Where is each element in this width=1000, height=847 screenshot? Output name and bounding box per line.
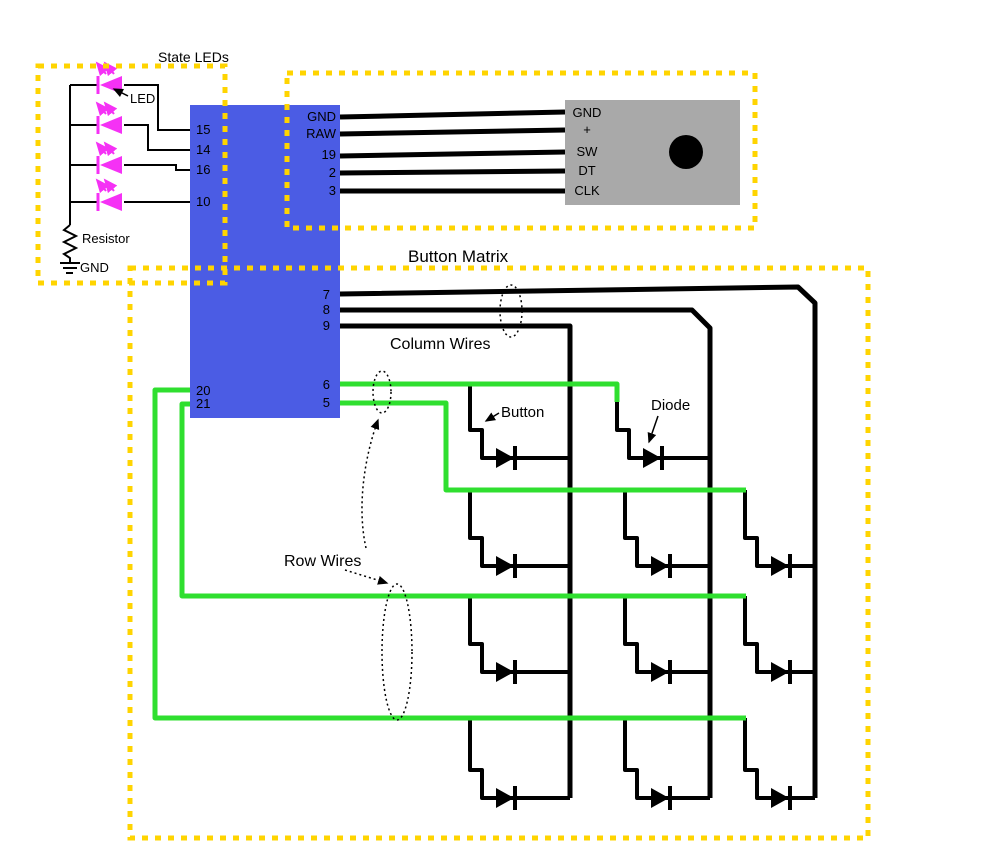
diode-symbol: [643, 448, 661, 468]
diode-callout-arrow: [647, 415, 659, 444]
ground-symbol: [60, 262, 80, 274]
diode-symbol: [651, 556, 669, 576]
pin-label: 15: [196, 122, 210, 137]
column-wires-label: Column Wires: [390, 336, 490, 353]
pin-label: 21: [196, 396, 210, 411]
callout-ellipse-column-wires: [499, 284, 523, 338]
button-diode-cell: [468, 490, 570, 578]
diode-symbol: [771, 556, 789, 576]
row-wires: [152, 381, 746, 721]
button-matrix-border: [127, 265, 871, 841]
pin-label: 7: [323, 287, 330, 302]
button-diode-cells: [468, 384, 815, 810]
button-diode-cell: [615, 384, 710, 470]
pin-label: 19: [322, 147, 336, 162]
row-wire-5: [340, 400, 746, 493]
pin-label: 8: [323, 302, 330, 317]
callout-ellipse-row-wires-top: [372, 370, 392, 414]
led-wire-pin14: [124, 124, 190, 151]
encoder-wire-gnd: [339, 109, 566, 120]
button-diode-cell: [468, 596, 570, 684]
callouts: [344, 284, 659, 721]
button-diode-cell: [468, 718, 570, 810]
column-wire-8: [340, 307, 713, 798]
encoder-pin-label: +: [583, 122, 591, 137]
rotary-encoder-section: GND + SW DT CLK: [339, 100, 740, 205]
led-label: LED: [130, 91, 155, 106]
column-wire-9: [340, 323, 573, 798]
encoder-pin-label: GND: [573, 105, 602, 120]
button-diode-cell: [468, 384, 570, 470]
button-diode-cell: [623, 490, 710, 578]
pin-label: 14: [196, 142, 210, 157]
column-wires: [339, 284, 818, 798]
button-label: Button: [501, 404, 544, 421]
row-wires-leader-arrow: [344, 569, 389, 585]
row-wires-label: Row Wires: [284, 553, 361, 570]
diode-symbol: [651, 662, 669, 682]
state-leds-title: State LEDs: [158, 49, 229, 65]
resistor-symbol: [61, 224, 79, 263]
diode-symbol: [496, 448, 514, 468]
led-wire-pin15: [124, 84, 190, 131]
diode-symbol: [496, 788, 514, 808]
pin-label: 10: [196, 194, 210, 209]
button-diode-cell: [743, 596, 815, 684]
mcu-left-pin-labels: 15 14 16 10 20 21: [196, 122, 210, 411]
encoder-body: [565, 100, 740, 205]
pin-label: 2: [329, 165, 336, 180]
pin-label: 6: [323, 377, 330, 392]
encoder-wire-dt: [339, 168, 566, 176]
encoder-pin-label: CLK: [574, 183, 600, 198]
button-callout-arrow: [484, 412, 500, 422]
diode-symbol: [651, 788, 669, 808]
pin-label: 20: [196, 383, 210, 398]
encoder-wire-sw: [339, 149, 566, 159]
pin-label: 16: [196, 162, 210, 177]
state-leds-section: State LEDs LED Resistor GND: [60, 49, 229, 275]
diode-label: Diode: [651, 397, 690, 414]
mcu-board: [190, 105, 340, 418]
button-diode-cell: [623, 718, 710, 810]
mcu-right-pin-labels: GND RAW 19 2 3 7 8 9 6 5: [306, 109, 337, 410]
row-wire-6: [340, 381, 620, 402]
column-wire-7: [339, 284, 818, 798]
row-wires-leader-arrow: [361, 418, 380, 549]
button-diode-cell: [743, 718, 815, 810]
button-matrix-section: Button Matrix Column Wires Row Wires But…: [152, 247, 818, 810]
row-wire-21: [179, 401, 746, 599]
row-wire-20: [152, 387, 746, 721]
pin-label: 5: [323, 395, 330, 410]
pin-label: 9: [323, 318, 330, 333]
resistor-label: Resistor: [82, 231, 130, 246]
diode-symbol: [496, 556, 514, 576]
encoder-knob: [669, 135, 703, 169]
pin-label: RAW: [306, 126, 337, 141]
callout-ellipse-row-wires-bottom: [381, 583, 413, 721]
button-matrix-title: Button Matrix: [408, 247, 509, 266]
pin-label: 3: [329, 183, 336, 198]
gnd-label: GND: [80, 260, 109, 275]
rotary-encoder-border: [284, 70, 758, 231]
diode-symbol: [496, 662, 514, 682]
diode-symbol: [771, 788, 789, 808]
diode-symbol: [771, 662, 789, 682]
led-wire-pin16: [124, 164, 190, 171]
button-diode-cell: [743, 490, 815, 578]
button-diode-cell: [623, 596, 710, 684]
encoder-wire-raw: [339, 127, 566, 137]
pin-label: GND: [307, 109, 336, 124]
encoder-pin-label: SW: [577, 144, 599, 159]
led-callout-arrow: [112, 88, 129, 98]
encoder-pin-label: DT: [578, 163, 595, 178]
